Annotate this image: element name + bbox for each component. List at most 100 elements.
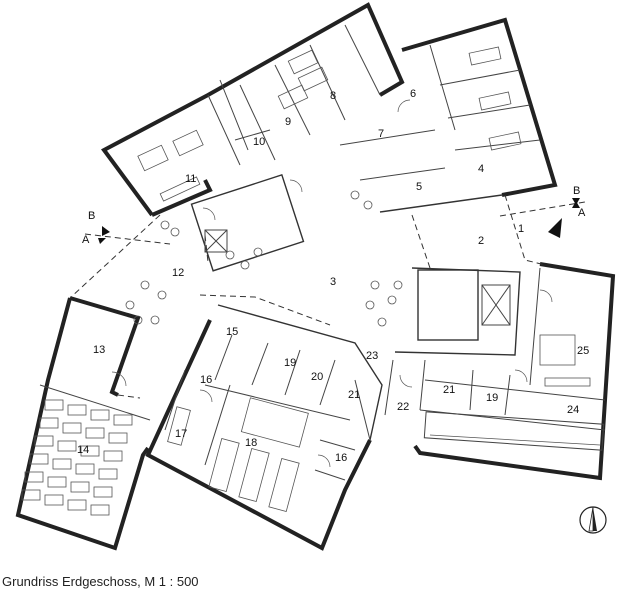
room-label: 19	[284, 357, 296, 369]
partition	[354, 379, 371, 441]
partition	[384, 359, 394, 416]
entrance-marker-icon	[548, 218, 562, 238]
lift-cross	[481, 284, 511, 326]
room-label: 9	[285, 116, 291, 128]
atrium-outline-west	[69, 214, 161, 299]
room-label: 10	[253, 136, 265, 148]
partition	[359, 167, 446, 181]
room-label: 17	[175, 428, 187, 440]
partition	[251, 342, 269, 386]
room-label: 14	[77, 444, 89, 456]
partition	[424, 379, 516, 391]
partition	[439, 69, 521, 86]
atrium-outline-south	[199, 294, 331, 326]
room-label: 18	[245, 437, 257, 449]
wall-south-wing-top	[217, 304, 383, 441]
partition	[429, 44, 456, 131]
wall-nw-wing-inner	[151, 179, 213, 217]
partition	[504, 374, 511, 416]
room-label: 25	[577, 345, 589, 357]
ramp-hatch	[429, 434, 601, 446]
room-label: 11	[185, 173, 196, 185]
atrium-outline-sw	[117, 394, 141, 399]
partition	[447, 104, 531, 119]
room-label: 23	[366, 350, 378, 362]
room-label: 5	[416, 181, 422, 193]
wall-sw-wing	[69, 296, 141, 397]
room-label: 7	[378, 128, 384, 140]
partition	[309, 44, 346, 121]
furniture-room-8	[277, 49, 329, 110]
partition	[219, 79, 249, 151]
nw-lift-cross	[204, 229, 228, 253]
section-mark-left: B A	[82, 210, 110, 246]
partition	[344, 24, 381, 96]
room-label: 2	[478, 235, 484, 247]
partition	[164, 369, 186, 431]
partition	[319, 359, 336, 406]
room-label: 20	[311, 371, 323, 383]
north-arrow-icon	[579, 506, 607, 534]
partition	[319, 439, 356, 451]
partition	[284, 349, 301, 396]
room-label: 6	[410, 88, 416, 100]
stair-core	[417, 269, 479, 341]
wall-ne-wing-base	[379, 194, 503, 213]
room-label: 24	[567, 404, 579, 416]
room-label: 8	[330, 90, 336, 102]
partition	[419, 359, 426, 411]
partition	[314, 469, 346, 481]
partition	[214, 334, 233, 381]
lift-shaft	[481, 284, 511, 326]
room-label: 15	[226, 326, 238, 338]
ramp	[423, 411, 605, 451]
furniture-room-11	[137, 129, 204, 202]
wall-east-wing	[413, 262, 616, 481]
room-label: 3	[330, 276, 336, 288]
room-label: 22	[397, 401, 409, 413]
room-label: 19	[486, 392, 498, 404]
furniture-room-14	[21, 399, 133, 516]
section-label-right-a: A	[578, 207, 586, 219]
wall-nw-wing	[101, 2, 405, 217]
atrium-outline-east	[411, 214, 431, 269]
room-label: 1	[518, 223, 524, 235]
door-swings	[111, 99, 553, 468]
room-label: 16	[335, 452, 347, 464]
wall-south-wing	[145, 319, 372, 551]
furniture-room-18	[208, 397, 309, 512]
partition	[514, 389, 606, 401]
section-label-left-a: A	[82, 234, 90, 246]
wall-sw-wing-2	[15, 297, 150, 551]
partition	[234, 129, 271, 141]
section-line-right	[499, 201, 586, 217]
room-label: 13	[93, 344, 105, 356]
partition	[239, 84, 276, 161]
room-label: 16	[200, 374, 212, 386]
room-label: 21	[348, 389, 360, 401]
drawing-caption: Grundriss Erdgeschoss, M 1 : 500	[2, 574, 199, 589]
room-label: 4	[478, 163, 484, 175]
furniture-room-6	[468, 46, 522, 151]
atrium-outline-lobby	[504, 194, 546, 266]
partition	[39, 384, 151, 421]
section-label-right-b: B	[573, 185, 580, 197]
nw-lift	[204, 229, 228, 253]
partition	[469, 369, 474, 411]
wall-east-core	[394, 267, 521, 356]
partition	[454, 139, 541, 151]
furniture-room-17	[167, 406, 191, 446]
room-label: 12	[172, 267, 184, 279]
section-label-left-b: B	[88, 210, 95, 222]
furniture-room-25	[539, 334, 591, 387]
room-label: 21	[443, 384, 455, 396]
partition	[529, 267, 541, 386]
partition	[204, 384, 351, 421]
partition	[274, 64, 311, 136]
partition	[339, 129, 436, 146]
section-mark-right: B A	[572, 185, 586, 219]
partition	[207, 94, 241, 166]
partition	[204, 384, 231, 466]
